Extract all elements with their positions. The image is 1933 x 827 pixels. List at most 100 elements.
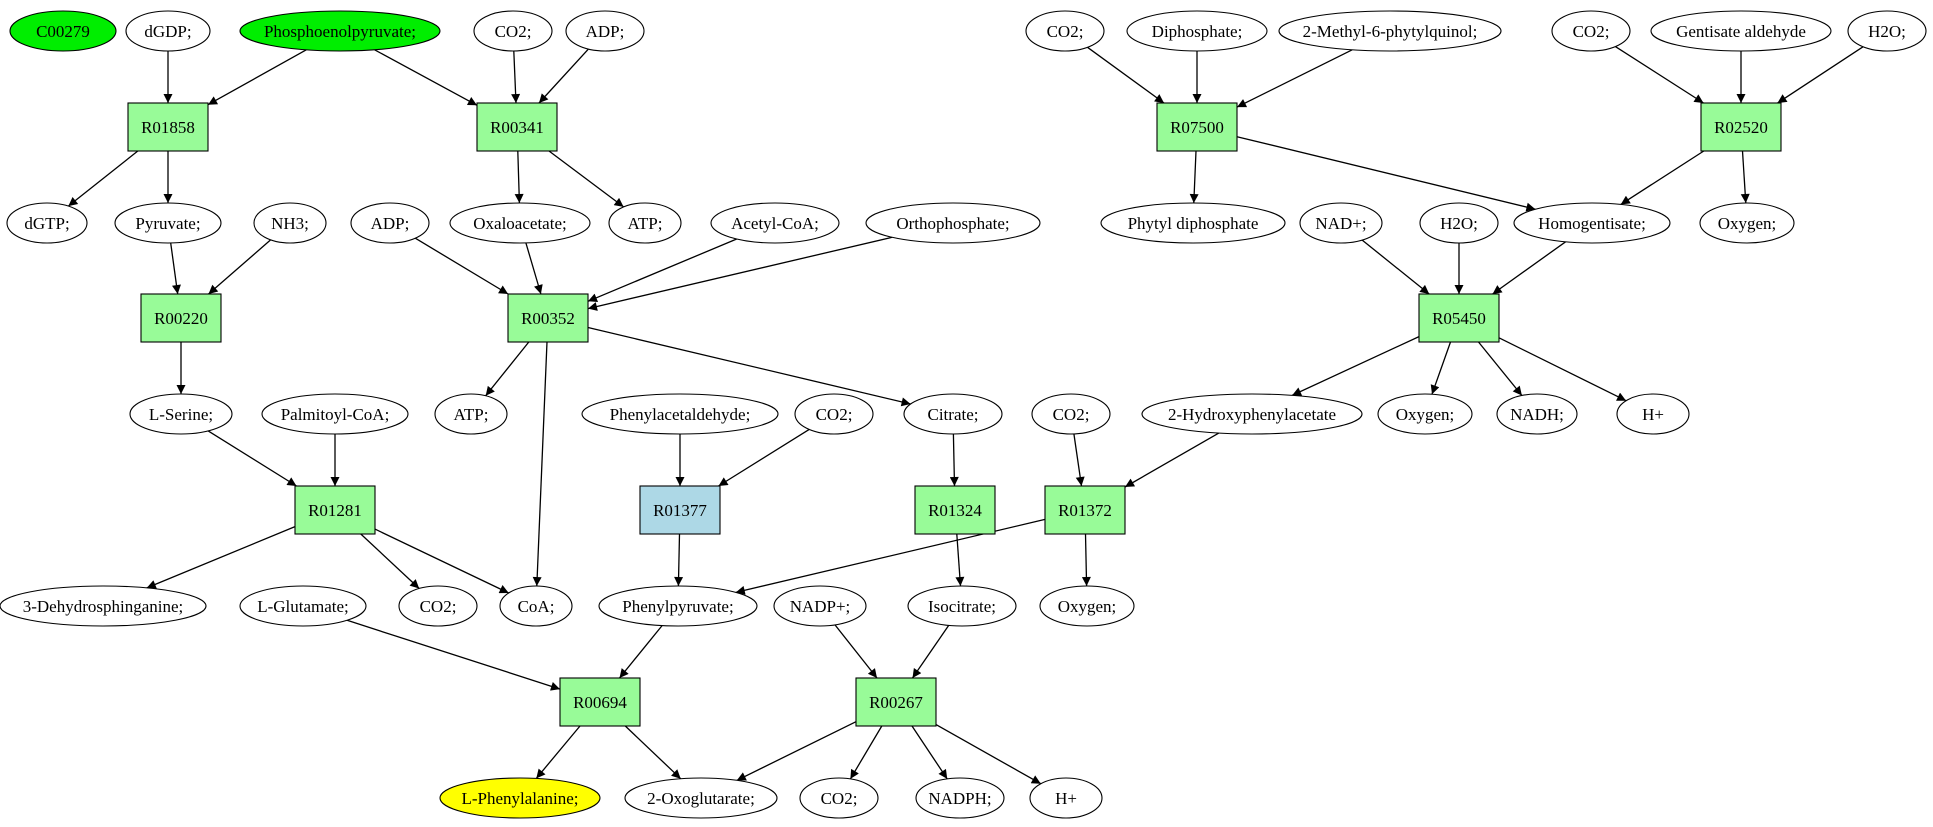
compound-node-nh3[interactable]: NH3; — [253, 202, 327, 244]
reaction-node-r02520[interactable]: R02520 — [1700, 102, 1782, 152]
compound-node-acetylcoa[interactable]: Acetyl-CoA; — [710, 202, 840, 244]
compound-label: Oxygen; — [1396, 405, 1455, 424]
compound-node-nadpplus[interactable]: NADP+; — [773, 585, 867, 627]
compound-label: CO2; — [1573, 22, 1610, 41]
compound-shape — [1650, 10, 1832, 52]
compound-node-lserine[interactable]: L-Serine; — [129, 393, 233, 435]
reaction-node-r05450[interactable]: R05450 — [1418, 293, 1500, 343]
compound-shape — [1100, 202, 1286, 244]
reaction-box — [639, 485, 721, 535]
compound-node-co2-f[interactable]: CO2; — [398, 585, 478, 627]
edge-lserine-to-R01281 — [207, 430, 297, 487]
compound-shape — [129, 393, 233, 435]
edge-acetylcoa-to-R00352 — [587, 238, 737, 302]
compound-node-h2o-a[interactable]: H2O; — [1847, 10, 1927, 52]
compound-shape — [449, 202, 591, 244]
compound-node-co2-b[interactable]: CO2; — [1025, 10, 1105, 52]
compound-node-oxygen-b[interactable]: Oxygen; — [1377, 393, 1473, 435]
compound-node-h2o-b[interactable]: H2O; — [1419, 202, 1499, 244]
compound-node-citrate[interactable]: Citrate; — [903, 393, 1003, 435]
compound-node-coa[interactable]: CoA; — [499, 585, 573, 627]
compound-node-hydroxyphenylacetate[interactable]: 2-Hydroxyphenylacetate — [1141, 393, 1363, 435]
compound-node-nadph[interactable]: NADPH; — [915, 777, 1005, 819]
compound-node-nadplus[interactable]: NAD+; — [1299, 202, 1383, 244]
compound-node-co2-c[interactable]: CO2; — [1551, 10, 1631, 52]
compound-node-nadh[interactable]: NADH; — [1496, 393, 1578, 435]
reaction-box — [559, 677, 641, 727]
edge-R05450-to-hplus_a — [1498, 337, 1627, 402]
compound-node-co2-d[interactable]: CO2; — [794, 393, 874, 435]
reaction-node-r01281[interactable]: R01281 — [294, 485, 376, 535]
reaction-node-r01324[interactable]: R01324 — [914, 485, 996, 535]
compound-node-atp-b[interactable]: ATP; — [434, 393, 508, 435]
compound-node-atp-a[interactable]: ATP; — [608, 202, 682, 244]
reaction-node-r00694[interactable]: R00694 — [559, 677, 641, 727]
compound-node-homogentisate[interactable]: Homogentisate; — [1513, 202, 1671, 244]
compound-shape — [1496, 393, 1578, 435]
compound-shape — [608, 202, 682, 244]
compound-node-diphosphate[interactable]: Diphosphate; — [1126, 10, 1268, 52]
reaction-node-r01858[interactable]: R01858 — [127, 102, 209, 152]
reaction-label: R00341 — [490, 118, 544, 137]
compound-node-phenylpyruvate[interactable]: Phenylpyruvate; — [598, 585, 758, 627]
compound-node-lphenylalanine[interactable]: L-Phenylalanine; — [439, 777, 601, 819]
compound-node-palmitoylcoa[interactable]: Palmitoyl-CoA; — [261, 393, 409, 435]
reaction-label: R02520 — [1714, 118, 1768, 137]
compound-label: H+ — [1055, 789, 1077, 808]
edge-R00341-to-oxaloacetate — [514, 150, 524, 204]
reaction-node-r01372[interactable]: R01372 — [1044, 485, 1126, 535]
compound-node-adp-b[interactable]: ADP; — [350, 202, 430, 244]
compound-node-pyruvate[interactable]: Pyruvate; — [114, 202, 222, 244]
edge-R01324-to-isocitrate — [955, 533, 965, 587]
compound-node-oxygen-c[interactable]: Oxygen; — [1039, 585, 1135, 627]
compound-label: Isocitrate; — [928, 597, 996, 616]
reaction-box — [127, 102, 209, 152]
compound-label: Homogentisate; — [1538, 214, 1646, 233]
compound-shape — [253, 202, 327, 244]
compound-node-dehydrosphinganine[interactable]: 3-Dehydrosphinganine; — [0, 585, 207, 627]
compound-node-adp-a[interactable]: ADP; — [565, 10, 645, 52]
compound-node-co2-a[interactable]: CO2; — [473, 10, 553, 52]
compound-node-isocitrate[interactable]: Isocitrate; — [907, 585, 1017, 627]
compound-shape — [6, 202, 88, 244]
compound-label: ADP; — [371, 214, 410, 233]
edge-R05450-to-oxygen_b — [1430, 341, 1452, 395]
compound-node-orthophosphate[interactable]: Orthophosphate; — [865, 202, 1041, 244]
reaction-label: R00267 — [869, 693, 923, 712]
compound-shape — [239, 585, 367, 627]
reaction-label: R01858 — [141, 118, 195, 137]
compound-node-oxygen-a[interactable]: Oxygen; — [1699, 202, 1795, 244]
compound-node-phenylacetaldehyde[interactable]: Phenylacetaldehyde; — [581, 393, 779, 435]
compound-node-oxoglutarate[interactable]: 2-Oxoglutarate; — [624, 777, 778, 819]
compound-node-methylphytyl[interactable]: 2-Methyl-6-phytylquinol; — [1278, 10, 1502, 52]
compound-shape — [1039, 585, 1135, 627]
compound-node-co2-g[interactable]: CO2; — [799, 777, 879, 819]
edge-nadplus-to-R05450 — [1361, 239, 1430, 295]
compound-node-dgdp[interactable]: dGDP; — [125, 10, 211, 52]
compound-node-c00279[interactable]: C00279 — [9, 10, 117, 52]
compound-node-co2-e[interactable]: CO2; — [1031, 393, 1111, 435]
reaction-node-r07500[interactable]: R07500 — [1156, 102, 1238, 152]
compound-node-oxaloacetate[interactable]: Oxaloacetate; — [449, 202, 591, 244]
compound-node-dgtp[interactable]: dGTP; — [6, 202, 88, 244]
compound-node-hplus-a[interactable]: H+ — [1616, 393, 1690, 435]
compound-shape — [565, 10, 645, 52]
compound-node-phytyldp[interactable]: Phytyl diphosphate — [1100, 202, 1286, 244]
compound-label: NADPH; — [928, 789, 991, 808]
edge-R00267-to-hplus_b — [935, 724, 1042, 785]
compound-label: Acetyl-CoA; — [731, 214, 819, 233]
reaction-label: R01377 — [653, 501, 707, 520]
reaction-label: R01324 — [928, 501, 982, 520]
edge-R07500-to-phytyldp — [1189, 150, 1199, 204]
reaction-node-r00267[interactable]: R00267 — [855, 677, 937, 727]
compound-node-lglutamate[interactable]: L-Glutamate; — [239, 585, 367, 627]
compound-node-pep[interactable]: Phosphoenolpyruvate; — [239, 10, 441, 52]
compound-node-hplus-b[interactable]: H+ — [1029, 777, 1103, 819]
reaction-node-r01377[interactable]: R01377 — [639, 485, 721, 535]
reaction-node-r00341[interactable]: R00341 — [476, 102, 558, 152]
reaction-node-r00352[interactable]: R00352 — [507, 293, 589, 343]
compound-node-gentisald[interactable]: Gentisate aldehyde — [1650, 10, 1832, 52]
reaction-node-r00220[interactable]: R00220 — [140, 293, 222, 343]
compound-label: CO2; — [495, 22, 532, 41]
edge-R00694-to-lphenylalanine — [535, 725, 581, 779]
